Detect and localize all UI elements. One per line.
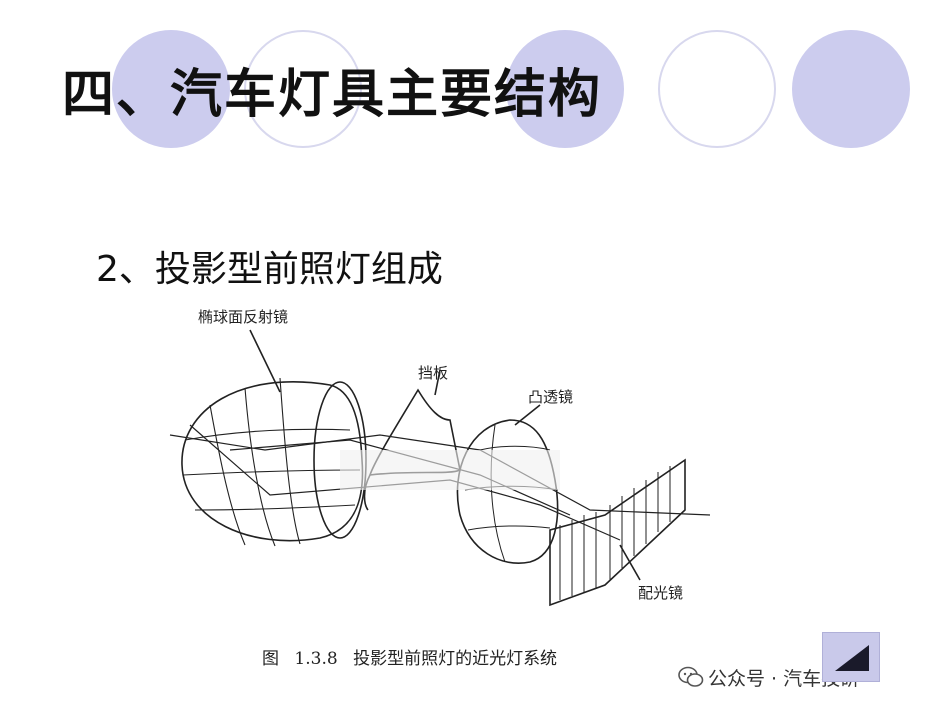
slide-title: 四、汽车灯具主要结构: [62, 65, 603, 125]
figure-caption: 图 1.3.8 投影型前照灯的近光灯系统: [262, 649, 558, 669]
decor-circle-1: [112, 30, 230, 148]
headlamp-diagram: 椭球面反射镜 挡板 凸透镜 配光镜: [150, 300, 750, 630]
label-lens: 凸透镜: [528, 388, 574, 406]
decor-circle-5: [792, 30, 910, 148]
prev-slide-button[interactable]: [822, 632, 880, 682]
diffuser-outline: [549, 458, 686, 607]
label-reflector: 椭球面反射镜: [198, 308, 289, 326]
decor-circle-3: [506, 30, 624, 148]
watermark-text: 公众号 · 汽车技研: [708, 668, 860, 690]
reflector-outline: [181, 381, 364, 542]
label-shield: 挡板: [418, 364, 449, 382]
wechat-icon: [678, 666, 704, 687]
decor-circle-4: [658, 30, 776, 148]
slide-subtitle: 2、投影型前照灯组成: [96, 249, 443, 290]
headlamp-drawing: [169, 329, 711, 607]
lens-outline: [456, 419, 559, 564]
triangle-left-icon: [835, 645, 869, 671]
label-diffuser: 配光镜: [638, 584, 684, 602]
decor-circle-2: [244, 30, 362, 148]
